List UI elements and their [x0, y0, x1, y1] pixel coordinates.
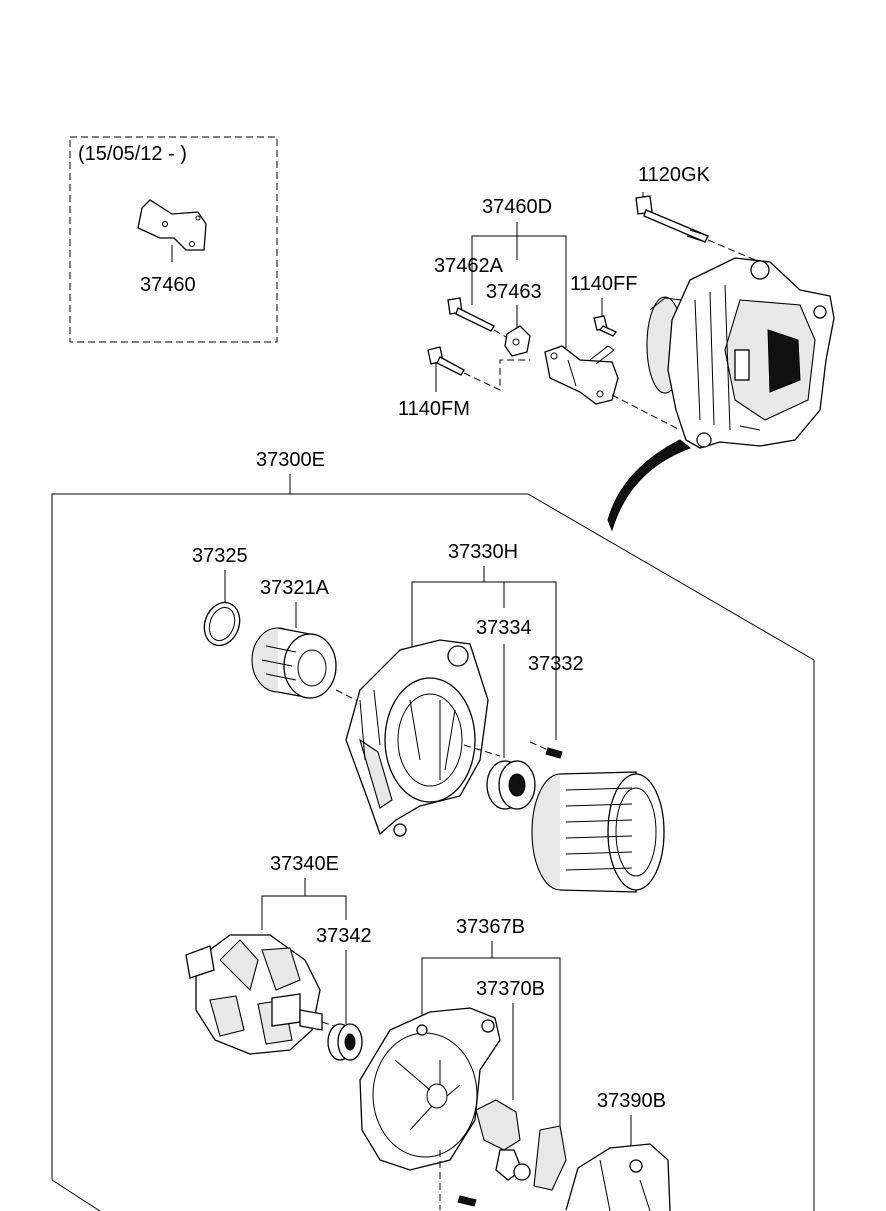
bearing-37334-drawing [486, 760, 536, 810]
explosion-frame [51, 493, 815, 1211]
alternator-assembly-drawing [646, 257, 835, 449]
pulley-37321A-drawing [251, 627, 361, 703]
rotor-37340E-drawing [185, 934, 335, 1055]
label-37332: 37332 [528, 653, 584, 675]
label-37340E: 37340E [270, 853, 339, 875]
inset-date-range: (15/05/12 - ) [78, 143, 187, 165]
label-37462A: 37462A [434, 255, 504, 277]
assembly-arrow [607, 439, 692, 532]
rear-housing-37367B-drawing [359, 1007, 501, 1210]
regulator-37370B-drawing [475, 1099, 567, 1191]
label-37370B: 37370B [476, 978, 545, 1000]
label-37300E: 37300E [256, 449, 325, 471]
screw-bottom-drawing [457, 1195, 477, 1207]
label-37367B: 37367B [456, 916, 525, 938]
label-37330H: 37330H [448, 541, 518, 563]
bracket-37460D-drawing [504, 325, 681, 431]
bolt-1120GK-drawing [635, 195, 761, 263]
stator-drawing [531, 771, 665, 893]
bolt-1140FM-drawing [427, 346, 530, 391]
washer-37325-drawing [203, 601, 241, 647]
bracket-37460-drawing [137, 199, 207, 262]
label-37321A: 37321A [260, 577, 330, 599]
label-37334: 37334 [476, 617, 532, 639]
label-37342: 37342 [316, 925, 372, 947]
label-37390B: 37390B [597, 1090, 666, 1112]
bolt-1140FF-drawing [593, 315, 618, 337]
label-37460: 37460 [140, 274, 196, 296]
bearing-37342-drawing [327, 1023, 363, 1061]
label-37460D: 37460D [482, 196, 552, 218]
inset-box: (15/05/12 - ) 37460 [69, 136, 278, 343]
screw-37332-drawing [529, 741, 563, 759]
label-37325: 37325 [192, 545, 248, 567]
label-37463: 37463 [486, 281, 542, 303]
bolt-37462A-drawing [447, 297, 521, 346]
label-1140FM: 1140FM [398, 398, 470, 420]
rear-cover-37390B-drawing [565, 1143, 671, 1211]
label-1140FF: 1140FF [570, 273, 637, 295]
label-1120GK: 1120GK [638, 164, 711, 186]
front-housing-37330H-drawing [345, 639, 501, 837]
